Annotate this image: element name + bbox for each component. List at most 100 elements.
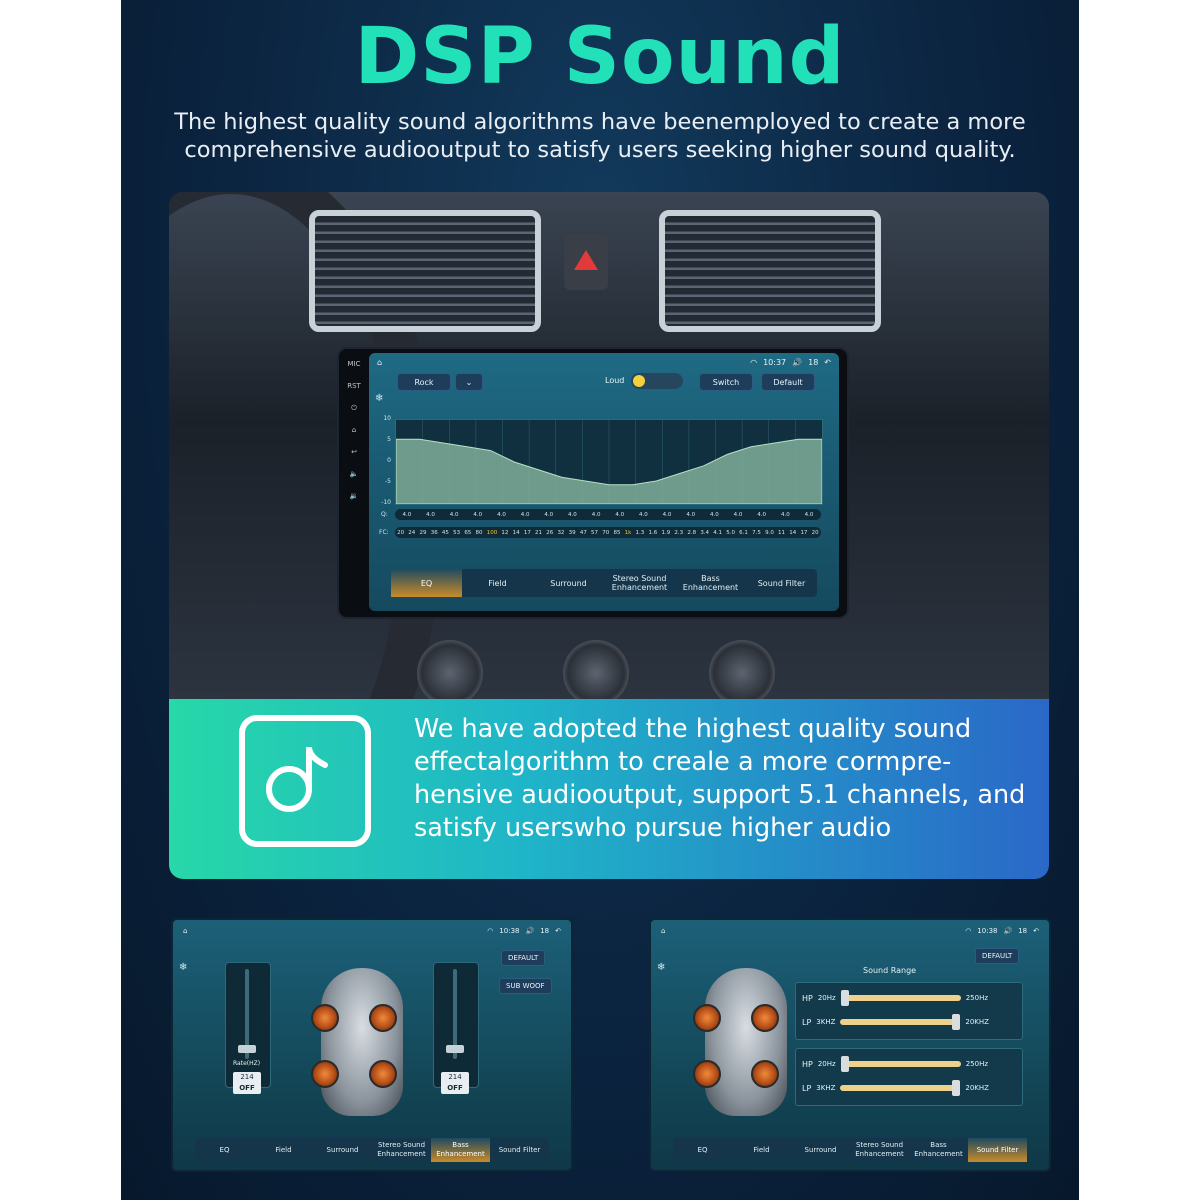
speaker-rear-left[interactable] [693,1060,721,1088]
q-value: 4.0 [757,511,767,518]
rst-button[interactable]: RST [347,382,361,390]
default-button[interactable]: Default [761,373,815,391]
tab-eq[interactable]: EQ [697,1145,708,1154]
back-icon[interactable]: ↩ [351,448,357,456]
tab-eq[interactable]: EQ [219,1145,230,1154]
tab-bass-enhancement[interactable]: Bass Enhancement [431,1138,490,1162]
switch-button[interactable]: Switch [699,373,753,391]
temperature-knob[interactable] [709,640,775,702]
left-gain-slider[interactable] [225,962,271,1088]
lp-label: LP [802,1017,812,1027]
speaker-front-left[interactable] [311,1004,339,1032]
hp-handle[interactable] [840,990,849,1006]
fc-value: 2.3 [674,529,684,536]
hp-min: 20Hz [817,994,836,1002]
volume-down-icon[interactable]: 🔉 [349,492,359,500]
tab-surround[interactable]: Surround [326,1145,359,1154]
tab-surround[interactable]: Surround [804,1145,837,1154]
slider-thumb[interactable] [238,1045,256,1053]
dsp-tabs: EQ Field Surround Stereo Sound Enhancement B… [673,1138,1027,1162]
clock: 10:38 [977,927,998,935]
speaker-rear-left[interactable] [311,1060,339,1088]
tab-bass-enhancement[interactable]: Bass Enhancement [682,574,739,592]
power-icon[interactable]: ⏻ [351,403,357,412]
fc-value: 1.9 [661,529,671,536]
q-value: 4.0 [520,511,530,518]
tab-sound-filter[interactable]: Sound Filter [968,1138,1027,1162]
home-icon[interactable]: ⌂ [661,927,666,935]
fc-value: 53 [453,529,461,536]
fc-value: 29 [419,529,427,536]
lp-handle[interactable] [952,1014,961,1030]
q-value: 4.0 [473,511,483,518]
chevron-down-icon[interactable]: ⌄ [455,373,483,391]
snowflake-icon[interactable]: ❄ [657,962,666,973]
db-tick: 0 [387,457,391,464]
banner-text: We have adopted the highest quality soun… [414,714,1026,843]
hazard-button[interactable] [564,234,608,290]
volume-up-icon[interactable]: 🔈 [349,470,359,478]
fc-value: 47 [579,529,587,536]
feature-banner: We have adopted the highest quality soun… [169,699,1049,879]
default-button[interactable]: DEFAULT [501,950,546,966]
snowflake-icon[interactable]: ❄ [179,962,188,973]
speaker-front-right[interactable] [369,1004,397,1032]
right-gain-slider[interactable] [433,962,479,1088]
tab-stereo-sound-enhancement[interactable]: Stereo Sound Enhancement [611,574,668,592]
fan-knob[interactable] [417,640,483,702]
tab-field[interactable]: Field [488,578,507,588]
home-icon[interactable]: ⌂ [351,426,357,434]
tab-surround[interactable]: Surround [550,578,587,588]
hp-slider[interactable] [840,1056,961,1072]
lp-handle[interactable] [952,1080,961,1096]
fc-value: 80 [475,529,483,536]
hp-row: HP 20Hz 250Hz [802,989,1016,1007]
left-margin [0,0,121,1200]
status-bar: ⌂ ◠ 10:38 🔊 18 ↶ [183,924,561,938]
tab-sound-filter[interactable]: Sound Filter [757,578,806,588]
fc-value: 17 [800,529,808,536]
tab-eq[interactable]: EQ [391,569,462,597]
rate-off-box-right[interactable]: 214 OFF [441,1072,469,1094]
home-icon[interactable]: ⌂ [183,927,188,935]
back-arrow-icon[interactable]: ↶ [824,357,831,367]
speaker-front-right[interactable] [751,1004,779,1032]
sub-woof-button[interactable]: SUB WOOF [499,978,552,994]
tab-field[interactable]: Field [275,1145,292,1154]
q-value: 4.0 [591,511,601,518]
hp-slider[interactable] [840,990,961,1006]
hp-label: HP [802,993,813,1003]
fc-value: 57 [591,529,599,536]
speaker-front-left[interactable] [693,1004,721,1032]
speaker-rear-right[interactable] [369,1060,397,1088]
q-value: 4.0 [804,511,814,518]
slider-thumb[interactable] [446,1045,464,1053]
tab-stereo-sound-enhancement[interactable]: Stereo Sound Enhancement [855,1141,904,1158]
rate-off-box[interactable]: 214 OFF [233,1072,261,1094]
lp-slider[interactable] [840,1014,961,1030]
tab-field[interactable]: Field [753,1145,770,1154]
speaker-rear-right[interactable] [751,1060,779,1088]
back-arrow-icon[interactable]: ↶ [555,927,561,935]
snowflake-icon[interactable]: ❄ [375,393,384,404]
lp-max: 20KHZ [965,1084,989,1092]
tab-bass-enhancement[interactable]: Bass Enhancement [914,1141,963,1158]
preset-select[interactable]: Rock [397,373,451,391]
back-arrow-icon[interactable]: ↶ [1033,927,1039,935]
default-button[interactable]: DEFAULT [975,948,1020,964]
slider-track [453,969,457,1059]
speed-knob[interactable] [563,640,629,702]
loud-toggle[interactable] [631,373,683,389]
fc-value: 45 [441,529,449,536]
fc-value: 85 [613,529,621,536]
eq-graph[interactable] [395,419,823,505]
tab-sound-filter[interactable]: Sound Filter [498,1145,541,1154]
bass-enhancement-screen: ⌂ ◠ 10:38 🔊 18 ↶ ❄ Rate(HZ) 214 OFF 214 … [171,918,573,1172]
clock: 10:38 [499,927,520,935]
hp-handle[interactable] [840,1056,849,1072]
home-icon[interactable]: ⌂ [377,357,383,367]
lp-slider[interactable] [840,1080,961,1096]
tab-stereo-sound-enhancement[interactable]: Stereo Sound Enhancement [377,1141,426,1158]
q-value: 4.0 [662,511,672,518]
